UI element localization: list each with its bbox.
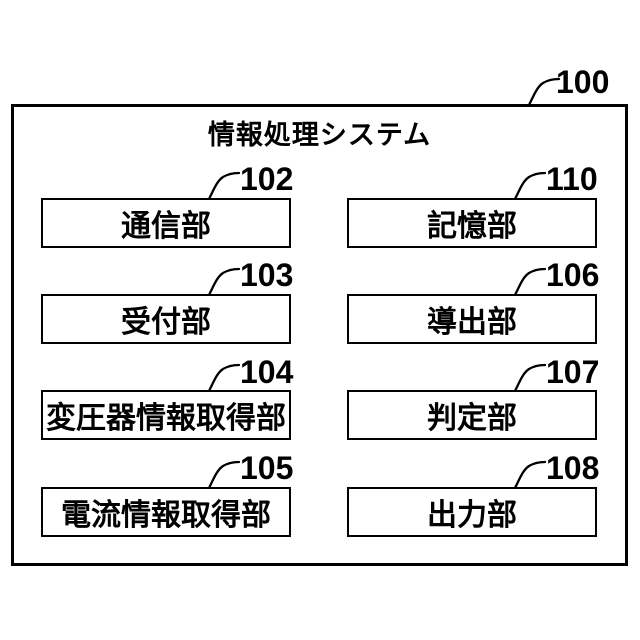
ref-number-transformer-info: 104 xyxy=(240,354,294,390)
leader-line-reception xyxy=(207,267,241,297)
block-derivation-label: 導出部 xyxy=(427,306,517,339)
block-storage-label: 記憶部 xyxy=(427,210,517,243)
block-current-info-label: 電流情報取得部 xyxy=(61,499,271,532)
block-current-info: 電流情報取得部 xyxy=(41,487,291,537)
leader-line-storage xyxy=(513,171,547,201)
ref-number-system: 100 xyxy=(556,64,610,100)
leader-line-determination xyxy=(513,363,547,393)
block-output: 出力部 xyxy=(347,487,597,537)
leader-line-current-info xyxy=(207,460,241,490)
block-reception: 受付部 xyxy=(41,294,291,344)
block-transformer-info-label: 変圧器情報取得部 xyxy=(46,402,286,435)
ref-number-storage: 110 xyxy=(546,161,598,197)
block-determination: 判定部 xyxy=(347,390,597,440)
ref-number-determination: 107 xyxy=(546,354,600,390)
leader-line-system xyxy=(527,77,561,107)
block-communication-label: 通信部 xyxy=(121,210,211,243)
ref-number-output: 108 xyxy=(546,450,600,486)
block-reception-label: 受付部 xyxy=(121,306,211,339)
ref-number-current-info: 105 xyxy=(240,450,294,486)
block-output-label: 出力部 xyxy=(427,499,517,532)
block-derivation: 導出部 xyxy=(347,294,597,344)
leader-line-derivation xyxy=(513,267,547,297)
diagram-title: 情報処理システム xyxy=(207,120,432,150)
block-communication: 通信部 xyxy=(41,198,291,248)
leader-line-transformer-info xyxy=(207,363,241,393)
ref-number-communication: 102 xyxy=(240,161,294,197)
leader-line-output xyxy=(513,460,547,490)
block-determination-label: 判定部 xyxy=(427,402,517,435)
block-transformer-info: 変圧器情報取得部 xyxy=(41,390,291,440)
ref-number-derivation: 106 xyxy=(546,257,600,293)
ref-number-reception: 103 xyxy=(240,257,294,293)
leader-line-communication xyxy=(207,171,241,201)
block-storage: 記憶部 xyxy=(347,198,597,248)
